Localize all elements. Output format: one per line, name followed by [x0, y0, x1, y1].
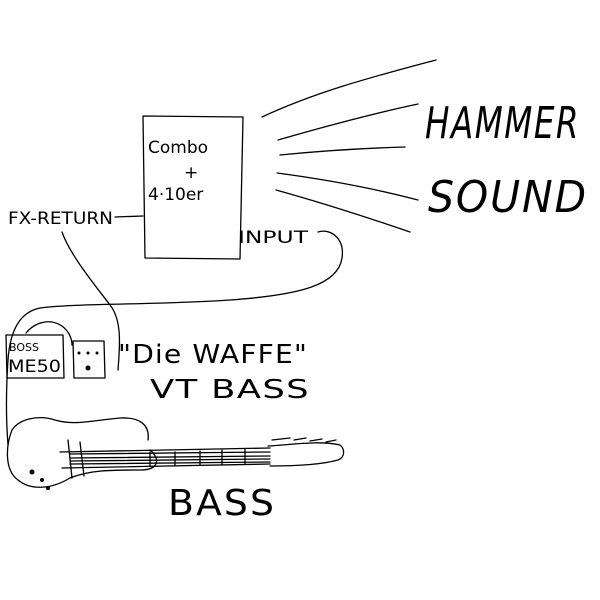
combo-amp-box — [142, 115, 244, 260]
small-pedal — [72, 340, 106, 379]
vt-bass-text: VT BASS — [150, 375, 310, 405]
combo-amp: Combo + 4·10er — [142, 115, 244, 260]
amp-label-plus: + — [184, 163, 198, 183]
fx-return-line — [114, 215, 144, 218]
bass-guitar-drawing — [6, 417, 345, 490]
hammer-text: HAMMER — [425, 98, 580, 149]
amp-label-combo: Combo — [148, 138, 208, 158]
pedal-brand: BOSS — [9, 341, 39, 354]
pedal-model: ME50 — [8, 357, 61, 377]
sound-lines — [261, 59, 437, 233]
bass-text: BASS — [168, 483, 276, 524]
input-label: INPUT — [238, 228, 309, 248]
fx-return-label: FX-RETURN — [8, 209, 113, 229]
boss-me50-pedal: BOSS ME50 — [5, 321, 73, 379]
amp-label-cabinet: 4·10er — [148, 185, 203, 205]
input-cable — [5, 230, 343, 446]
die-waffe-text: "Die WAFFE" — [118, 340, 308, 370]
fx-return-cable — [61, 231, 121, 371]
sound-text: SOUND — [428, 172, 588, 223]
